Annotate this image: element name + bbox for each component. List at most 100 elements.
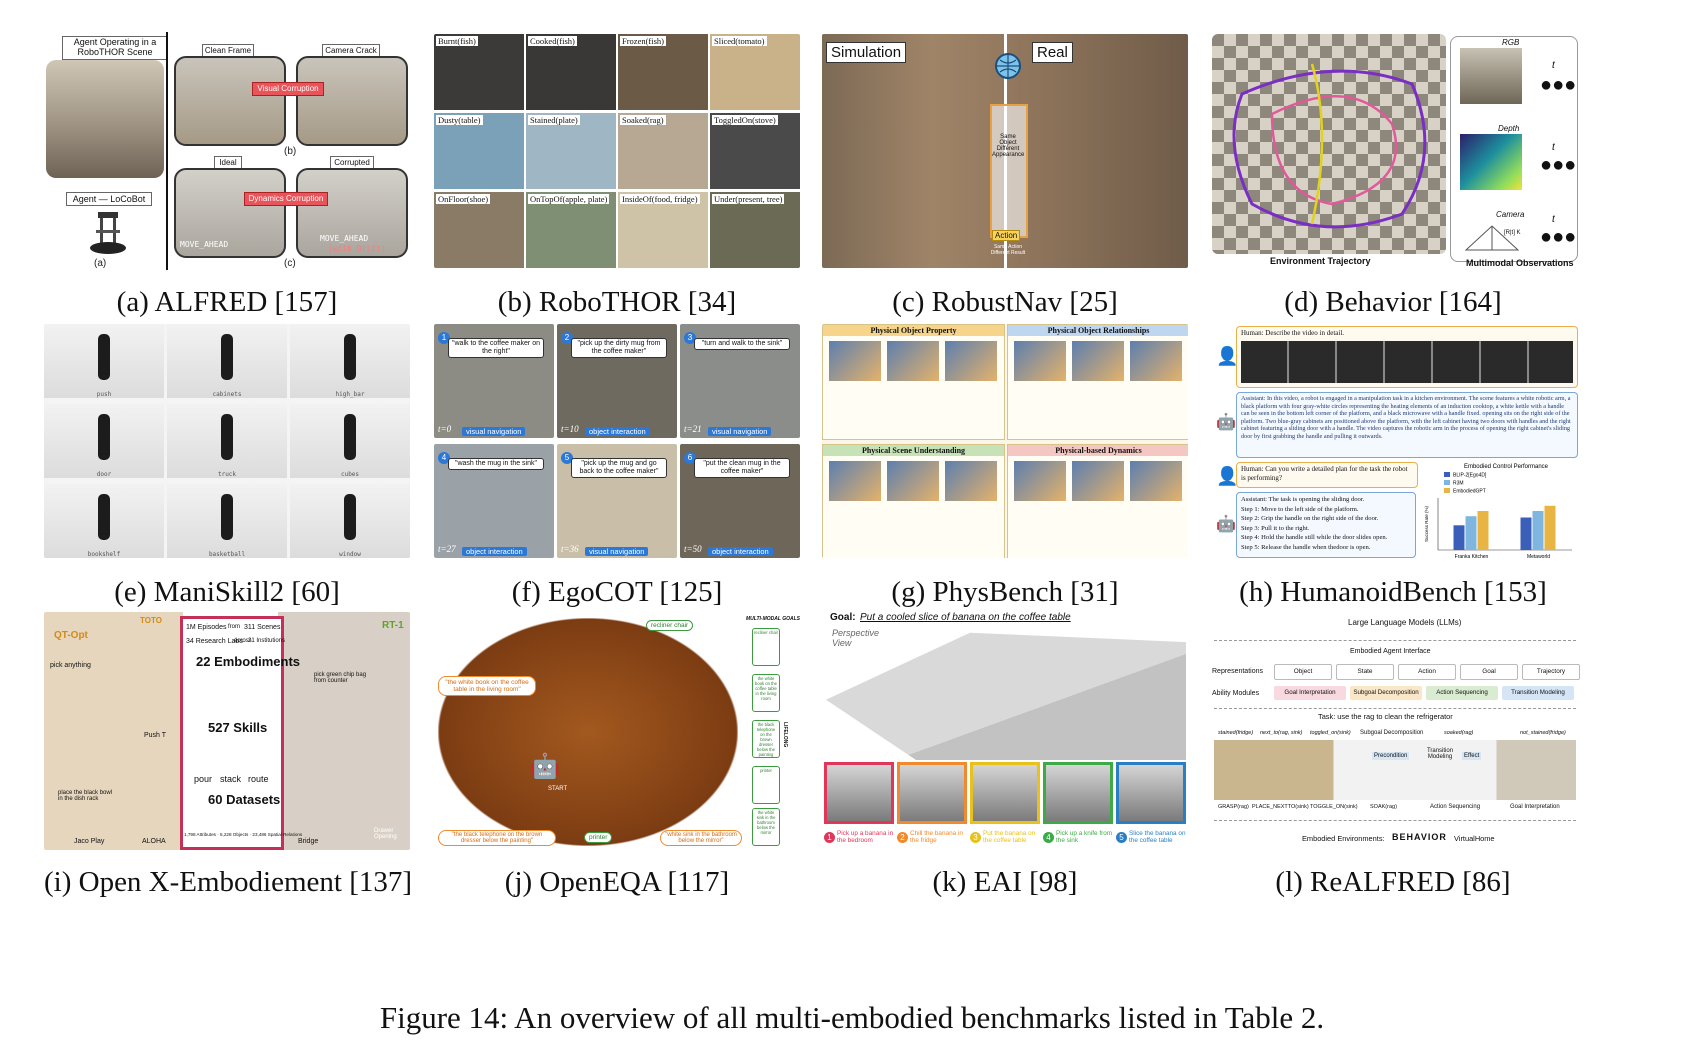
corrupted-image bbox=[296, 168, 408, 258]
ego-step-grid: 1"walk to the coffee maker on the right"… bbox=[434, 324, 800, 558]
stats-across: across bbox=[234, 638, 252, 644]
depth-label: Depth bbox=[1498, 124, 1520, 133]
ideal-image bbox=[174, 168, 286, 258]
physbench-section: Physical Object Property bbox=[822, 324, 1005, 440]
pick-green-label: pick green chip bag from counter bbox=[314, 672, 367, 684]
human-prompt-1: Human: Describe the video in detail. bbox=[1241, 329, 1345, 337]
clean-frame-image bbox=[174, 56, 286, 146]
step-time: t=0 bbox=[438, 424, 452, 434]
chart-title: Embodied Control Performance bbox=[1464, 464, 1549, 470]
step-time: t=36 bbox=[561, 544, 579, 554]
pick-anything-label: pick anything bbox=[50, 662, 91, 669]
task-tile: window bbox=[290, 484, 410, 558]
envs-label: Embodied Environments: bbox=[1302, 834, 1385, 843]
ability-module-chip: Transition Modeling bbox=[1502, 686, 1574, 700]
state-tile-label: ToggledOn(stove) bbox=[712, 115, 778, 125]
state-tile-label: Frozen(fish) bbox=[620, 36, 667, 46]
state-tile-label: Stained(plate) bbox=[528, 115, 580, 125]
x-tick-label: Franka Kitchen bbox=[1455, 554, 1489, 560]
state-tile: Frozen(fish) bbox=[618, 34, 708, 110]
stats-footer: 1,798 Attributes · 5,228 Objects · 23,48… bbox=[184, 832, 303, 837]
move-ahead-drift-label: MOVE_AHEAD bbox=[320, 234, 369, 243]
representation-chip: Action bbox=[1398, 664, 1456, 680]
panel-f-egocot: 1"walk to the coffee maker on the right"… bbox=[434, 324, 800, 558]
bar bbox=[1477, 511, 1489, 550]
step-quote: "pick up the dirty mug from the coffee m… bbox=[571, 338, 667, 358]
plan-step-3: Step 3: Pull it to the right. bbox=[1241, 524, 1310, 532]
task-tile-label: truck bbox=[217, 471, 237, 478]
state-tile-label: Under(present, tree) bbox=[712, 194, 785, 204]
video-strip bbox=[1241, 341, 1573, 383]
state-tile: Sliced(tomato) bbox=[710, 34, 800, 110]
step-number-badge: 4 bbox=[1043, 832, 1054, 843]
environment-trajectory-map bbox=[1212, 34, 1446, 254]
section-thumbnail bbox=[887, 341, 939, 381]
rt1-label: RT-1 bbox=[382, 620, 404, 631]
step-number: 4 bbox=[438, 452, 450, 464]
dots-3: ●●● bbox=[1540, 226, 1577, 248]
observations-frame bbox=[1450, 36, 1578, 262]
step-number: 3 bbox=[684, 332, 696, 344]
caption-i: (i) Open X-Embodiement [137] bbox=[44, 866, 413, 898]
ego-step-tile: 2"pick up the dirty mug from the coffee … bbox=[557, 324, 677, 438]
section-header: Physical-based Dynamics bbox=[1008, 445, 1188, 456]
aloha-label: ALOHA bbox=[142, 838, 166, 845]
globe-icon bbox=[995, 53, 1021, 79]
frame-strip bbox=[1214, 740, 1576, 800]
datasets-label: 60 Datasets bbox=[208, 792, 281, 807]
q3-bubble: "white sink in the bathroom below the mi… bbox=[660, 830, 742, 846]
step-time: t=21 bbox=[684, 424, 702, 434]
state-tile-label: Sliced(tomato) bbox=[712, 36, 767, 46]
floor-plan bbox=[438, 618, 738, 846]
human-bubble-1: Human: Describe the video in detail. bbox=[1236, 326, 1578, 388]
humanoid-figure bbox=[98, 414, 110, 460]
assistant-task: Assistant: The task is opening the slidi… bbox=[1241, 496, 1365, 503]
goal-label: Goal: bbox=[830, 612, 856, 623]
depth-image bbox=[1460, 134, 1522, 190]
dots-2: ●●● bbox=[1540, 154, 1577, 176]
humanoid-figure bbox=[344, 414, 356, 460]
action-label: Action bbox=[992, 230, 1021, 241]
ability-module-chip: Action Sequencing bbox=[1426, 686, 1498, 700]
bar bbox=[1544, 505, 1556, 550]
with-drift-label: (with Drift) bbox=[328, 244, 386, 253]
task-tile-label: push bbox=[96, 391, 112, 398]
physbench-section: Physical Object Relationships bbox=[1007, 324, 1188, 440]
step-number-badge: 1 bbox=[824, 832, 835, 843]
state-tile: ToggledOn(stove) bbox=[710, 113, 800, 189]
printer-bubble: printer bbox=[584, 832, 613, 843]
caption-a: (a) ALFRED [157] bbox=[116, 286, 338, 318]
camera-frustum-icon bbox=[1464, 225, 1520, 251]
panel-b-robothor: Burnt(fish)Cooked(fish)Frozen(fish)Slice… bbox=[434, 34, 800, 268]
state-tile-label: OnTopOf(apple, plate) bbox=[528, 194, 610, 204]
caption-j: (j) OpenEQA [117] bbox=[504, 866, 730, 898]
human-avatar-1: 👤 bbox=[1216, 346, 1239, 366]
subgoal-decomp-label: Subgoal Decomposition bbox=[1360, 730, 1424, 736]
caption-d: (d) Behavior [164] bbox=[1284, 286, 1502, 318]
task-tile: cabinets bbox=[167, 324, 287, 398]
step-text: Slice the banana on the coffee table bbox=[1129, 830, 1186, 845]
robot-avatar-1: 🤖 bbox=[1216, 414, 1236, 431]
task-tile: high_bar bbox=[290, 324, 410, 398]
caption-g: (g) PhysBench [31] bbox=[891, 576, 1119, 608]
step-quote: "turn and walk to the sink" bbox=[694, 338, 790, 350]
representation-chip: Object bbox=[1274, 664, 1332, 680]
dash-3 bbox=[1214, 820, 1576, 821]
step-tag: object interaction bbox=[462, 547, 527, 556]
goal-card: the white book on the coffee table in th… bbox=[752, 674, 780, 712]
task-tile-label: high_bar bbox=[335, 391, 365, 398]
task-label: Task: use the rag to clean the refrigera… bbox=[1318, 712, 1453, 721]
task-tile-label: window bbox=[339, 551, 361, 558]
goal-card: the white sink in the bathroom below the… bbox=[752, 808, 780, 846]
stats-from: from bbox=[228, 624, 240, 630]
step-time: t=27 bbox=[438, 544, 456, 554]
legend-label: R3M bbox=[1453, 481, 1464, 487]
step-number-badge: 3 bbox=[970, 832, 981, 843]
bar bbox=[1453, 525, 1465, 550]
caption-h: (h) HumanoidBench [153] bbox=[1239, 576, 1547, 608]
panel-d-behavior: Environment Trajectory RGB Depth Camera … bbox=[1210, 34, 1704, 272]
